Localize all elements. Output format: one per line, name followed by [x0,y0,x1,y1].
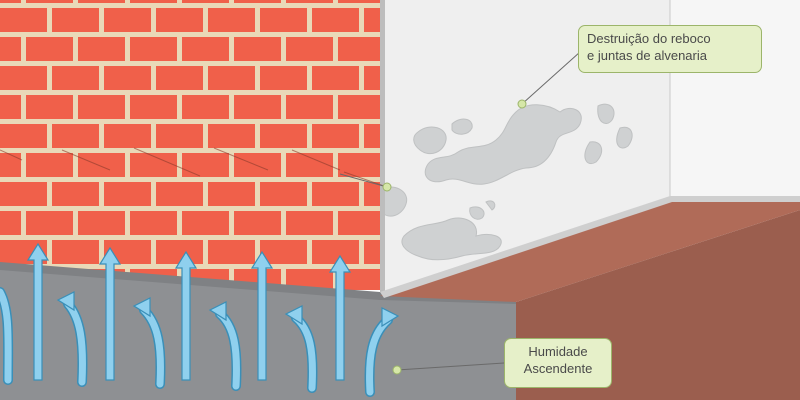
brick-wall [0,0,380,290]
leader-moisture [392,362,505,375]
rising-arrow [250,250,274,381]
callout-rising-damp-line2: Ascendente [523,361,593,376]
rising-arrow [174,250,198,381]
curved-arrow [208,301,242,391]
callout-plaster-damage-line2: e juntas de alvenaria [587,48,707,63]
curved-arrow [132,297,166,389]
brick-hatch-lines [0,147,385,187]
curved-arrow [364,307,400,397]
leader-damage [339,51,581,192]
curved-arrows [0,287,400,397]
curved-arrow [0,287,14,385]
callout-plaster-damage: Destruição do reboco e juntas de alvenar… [578,25,762,73]
callout-plaster-damage-line1: Destruição do reboco [587,31,711,46]
callout-rising-damp-line1: Humidade [528,344,588,359]
callout-rising-damp: Humidade Ascendente [504,338,612,388]
straight-arrows [26,242,352,381]
rising-arrow [26,242,50,381]
floor-top [380,200,800,302]
curved-arrow [56,291,88,387]
rising-arrow [328,254,352,381]
wall-edge [380,0,385,300]
rising-arrow [98,246,122,381]
damp-patches [381,103,633,261]
curved-arrow [284,305,318,393]
